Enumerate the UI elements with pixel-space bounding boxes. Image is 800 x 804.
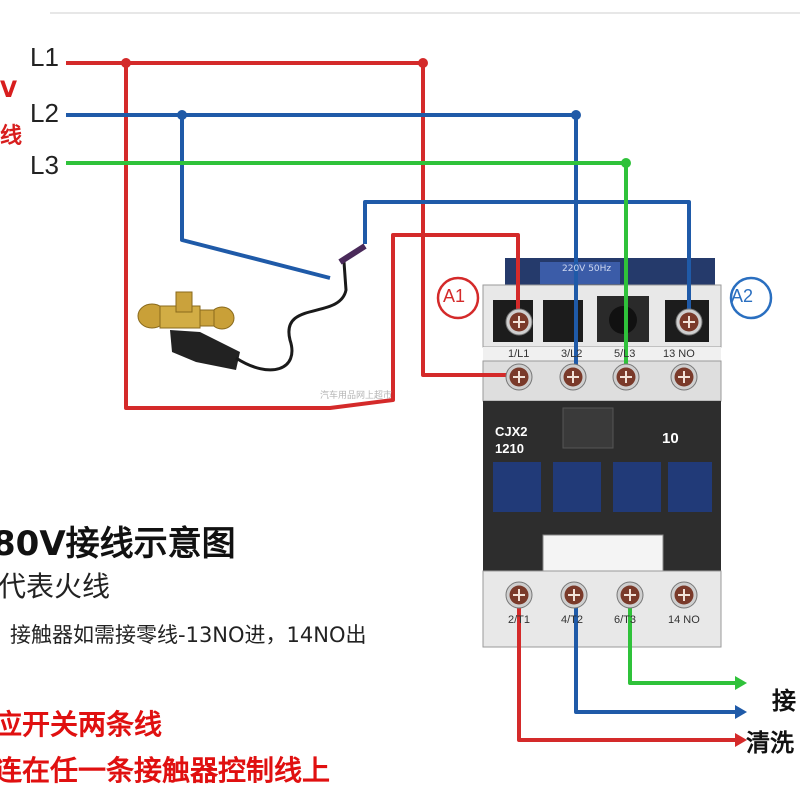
blue-window-1: [493, 462, 541, 512]
model-line-1: CJX2: [495, 424, 528, 439]
center-screw-hole: [609, 306, 637, 334]
model-line-2: 1210: [495, 441, 524, 456]
watermark: 汽车用品网上超市: [320, 391, 393, 401]
pressure-switch-body: [170, 330, 240, 370]
side-mark-line: 线: [0, 124, 23, 149]
valve-neck: [199, 309, 215, 327]
t3-output-wire: [628, 600, 735, 685]
l1-control-wire: [124, 63, 520, 410]
blue-window-2: [553, 462, 601, 512]
l1-junction-1: [121, 58, 131, 68]
aux-code: 10: [662, 430, 679, 447]
terminal-3-l2: 3/L2: [561, 348, 583, 360]
t3-output-arrow: [735, 676, 747, 690]
red-note-2: 连在任一条接触器控制线上: [0, 754, 331, 787]
line-l2-label: L2: [30, 98, 59, 128]
rating-plate-text: 220V 50Hz: [562, 264, 612, 274]
l1-wire: [66, 61, 519, 377]
terminal-2-t1: 2/T1: [508, 614, 531, 626]
diagram-title: 80V接线示意图: [0, 524, 236, 564]
a1-badge: [436, 276, 480, 320]
t1-output-arrow: [735, 733, 747, 747]
a2-control-wire: [363, 200, 691, 320]
top-label-strip: [483, 347, 721, 361]
diagram-subtitle: 代表火线: [0, 570, 111, 603]
rating-plate-sticker: [540, 262, 620, 284]
l2-junction-1: [177, 110, 187, 120]
neutral-wire-note: 接触器如需接零线-13NO进，14NO出: [10, 623, 367, 647]
coil-a1-label: A1: [443, 286, 466, 306]
terminal-1-l1: 1/L1: [508, 348, 530, 360]
red-note-1: 应开关两条线: [0, 708, 163, 741]
blue-window-3: [613, 462, 661, 512]
l1-junction-2: [418, 58, 428, 68]
line-l1-label: L1: [30, 42, 59, 72]
blue-window-4: [668, 462, 712, 512]
switch-cable: [235, 261, 348, 372]
a2-badge: [729, 276, 773, 320]
terminal-13-no: 13 NO: [663, 348, 695, 360]
coil-badges: [436, 276, 773, 320]
terminal-5-l3: 5/L3: [614, 348, 636, 360]
switch-connector: [338, 243, 367, 265]
pressure-switch-valve: [137, 261, 348, 372]
l2-switch-wire: [180, 115, 331, 280]
wires: [66, 58, 747, 747]
t1-output-wire: [517, 600, 735, 742]
output-label-1: 接: [772, 687, 796, 715]
terminal-14-no: 14 NO: [668, 614, 700, 626]
l2-junction-2: [571, 110, 581, 120]
t2-output-arrow: [735, 705, 747, 719]
body-notch: [562, 407, 614, 449]
t2-output-wire: [574, 600, 735, 714]
line-l3-label: L3: [30, 150, 59, 180]
l3-junction: [621, 158, 631, 168]
terminal-6-t3: 6/T3: [614, 614, 637, 626]
terminal-4-t2: 4/T2: [561, 614, 584, 626]
valve-top: [175, 291, 193, 313]
output-label-2: 清洗: [746, 729, 794, 757]
side-mark-voltage: V: [0, 78, 18, 103]
terminal-screws: [505, 308, 703, 609]
coil-a2-label: A2: [731, 286, 754, 306]
